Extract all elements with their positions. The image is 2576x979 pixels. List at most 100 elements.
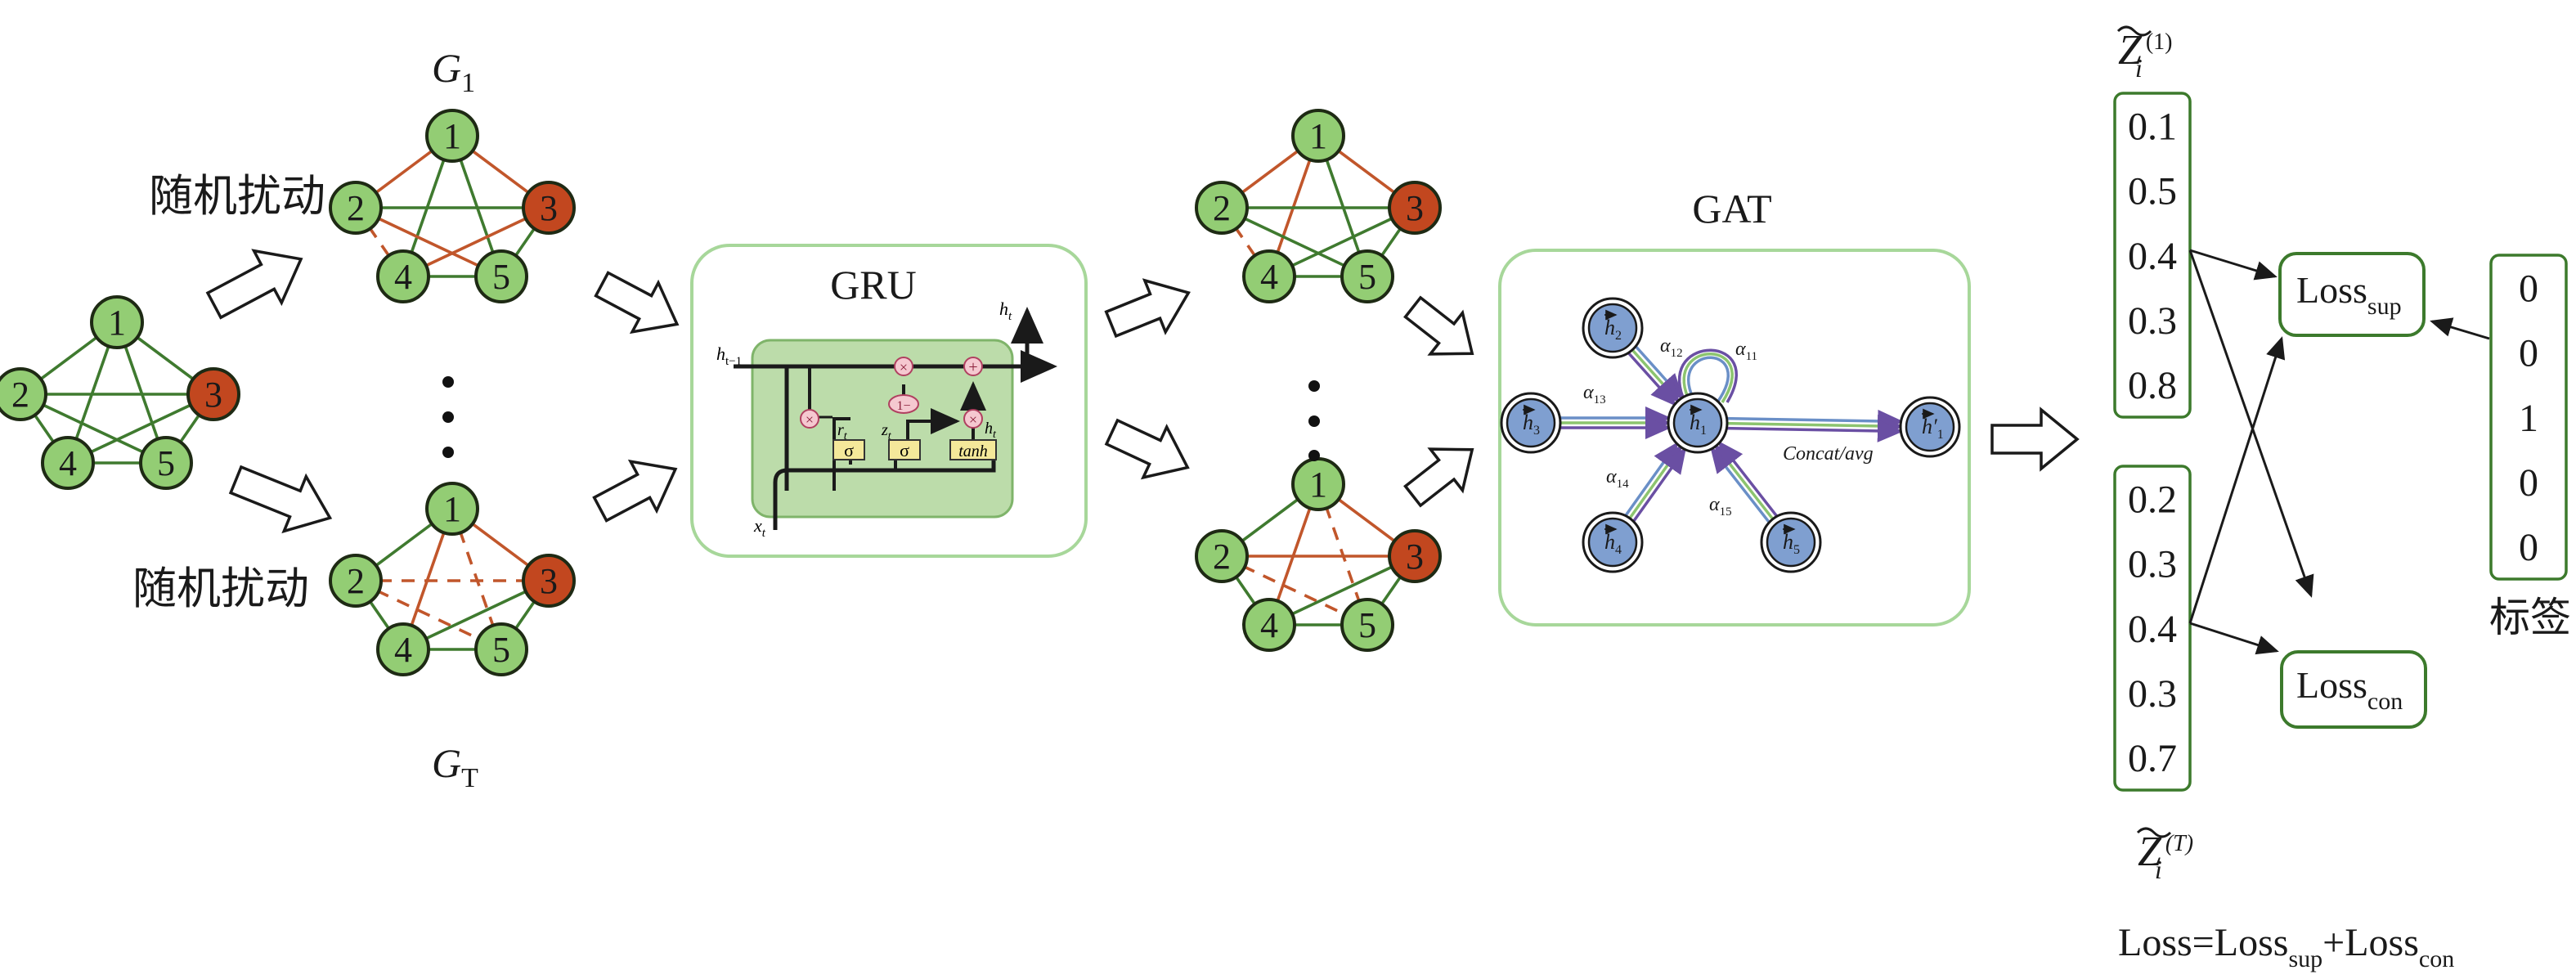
vector-z1-box: [2113, 92, 2192, 419]
svg-text:×: ×: [806, 411, 814, 428]
loss-arrows: [2188, 249, 2490, 655]
graph-node-label: 5: [492, 257, 510, 297]
graph-node: [474, 249, 528, 303]
gat-self-loop: [1682, 353, 1734, 403]
graph-node-label: 5: [1358, 257, 1376, 297]
perturb-label-bottom: 随机扰动: [132, 563, 309, 614]
gat-alpha-15: α15: [1709, 494, 1732, 519]
svg-text:σ: σ: [900, 440, 909, 460]
graph-node-label: 5: [157, 443, 175, 483]
vector-z1-value: 0.3: [2128, 299, 2177, 343]
z-top-tilde: [2116, 25, 2152, 37]
graph-node: [186, 367, 240, 421]
graph-node: [1291, 109, 1345, 163]
flow-arrow: [594, 271, 680, 335]
label-vector-value: 1: [2519, 397, 2538, 440]
loss-formula: Loss=Losssup+Losscon: [2118, 921, 2454, 972]
gat-node-h1-label: h1: [1690, 411, 1707, 438]
g1-label: G1: [432, 45, 475, 98]
graph-node: [522, 181, 576, 235]
graph-node: [329, 554, 383, 608]
graph-node: [1340, 598, 1394, 652]
graph-node-label: 1: [443, 489, 461, 529]
graph-node: [1340, 249, 1394, 303]
gt-label: GT: [432, 740, 478, 793]
graph-node-label: 4: [59, 443, 77, 483]
gat-self-loop: [1677, 348, 1739, 403]
graph-node: [0, 367, 47, 421]
vector-zt-value: 0.3: [2128, 543, 2177, 586]
flow-arrows: [205, 249, 2080, 534]
flow-arrow: [1104, 418, 1190, 480]
graph-node-label: 3: [540, 188, 558, 228]
loss-sup-label: Losssup: [2296, 269, 2402, 320]
gru-reset-mult-op: [800, 409, 819, 429]
flow-arrow: [592, 459, 678, 523]
graph-node: [376, 622, 430, 676]
graph-node: [1195, 181, 1249, 235]
gru-title: GRU: [830, 262, 917, 308]
loss-con-label: Losscon: [2296, 664, 2403, 715]
gru-panel: GRU σ σ tanh × × + × 1− ht−1: [690, 244, 1088, 558]
label-vector-value: 0: [2519, 267, 2538, 310]
loss-con-box: [2280, 650, 2427, 729]
graph-node-label: 1: [1309, 116, 1327, 156]
loss-sup-box: [2278, 252, 2426, 337]
label-vector-value: 0: [2519, 332, 2538, 375]
gat-node-h3-label: h3: [1523, 411, 1540, 438]
graph-node: [1242, 598, 1296, 652]
z-bottom-tilde: [2136, 827, 2172, 838]
graph-node: [1195, 529, 1249, 583]
label-vector-box: [2489, 254, 2568, 581]
flow-arrow: [205, 249, 303, 320]
flow-arrow: [1104, 278, 1191, 339]
graph-node-label: 2: [347, 561, 365, 601]
gru-update-mult-op: [894, 357, 913, 376]
graph-node: [425, 109, 479, 163]
gru-sigma-reset-gate: [832, 439, 865, 460]
gat-attention-edge: [1697, 414, 1904, 438]
svg-text:×: ×: [969, 411, 977, 428]
flow-arrow: [1990, 406, 2080, 472]
graph-node: [1388, 181, 1442, 235]
gat-node-h2-label: h2: [1604, 316, 1622, 343]
graph-node-label: 5: [492, 630, 510, 670]
vector-zt-value: 0.7: [2128, 737, 2177, 780]
flow-arrow: [1403, 295, 1474, 356]
gru-hprev-label: ht−1: [716, 344, 742, 368]
graph-node: [522, 554, 576, 608]
gru-x-label: xt: [753, 515, 766, 540]
graph-node: [329, 181, 383, 235]
svg-text:+: +: [968, 358, 977, 376]
graph-node-label: 5: [1358, 605, 1376, 645]
vector-z1-value: 0.8: [2128, 364, 2177, 407]
graph-node: [90, 295, 144, 349]
gat-attention-edge: [1697, 419, 1904, 442]
gat-title: GAT: [1692, 186, 1771, 231]
gat-node-h3: [1506, 397, 1556, 448]
svg-text:×: ×: [900, 359, 908, 375]
svg-text:1−: 1−: [896, 399, 910, 413]
label-vector-value: 0: [2519, 461, 2538, 505]
graph-node: [139, 436, 193, 490]
graph-node-label: 2: [347, 188, 365, 228]
label-vector-value: 0: [2519, 526, 2538, 569]
graph-node: [474, 622, 528, 676]
graph-node-label: 4: [394, 257, 412, 297]
vector-z1: 0.10.50.40.30.8: [2113, 92, 2192, 419]
gat-attention-edge: [1698, 409, 1904, 433]
vector-zt: 0.20.30.40.30.7: [2113, 465, 2192, 792]
gat-node-h4: [1587, 517, 1638, 568]
gat-node-h5: [1766, 517, 1816, 568]
vector-z1-value: 0.4: [2128, 235, 2177, 278]
ellipsis-dots-right: [1308, 380, 1320, 461]
gru-add-op: [963, 357, 983, 376]
gat-alpha-14: α14: [1606, 466, 1629, 491]
gat-panel-border: [1498, 249, 1971, 626]
graph-node-label: 3: [1406, 188, 1424, 228]
graph-node-label: 4: [1260, 257, 1278, 297]
vector-zt-value: 0.4: [2128, 608, 2177, 651]
